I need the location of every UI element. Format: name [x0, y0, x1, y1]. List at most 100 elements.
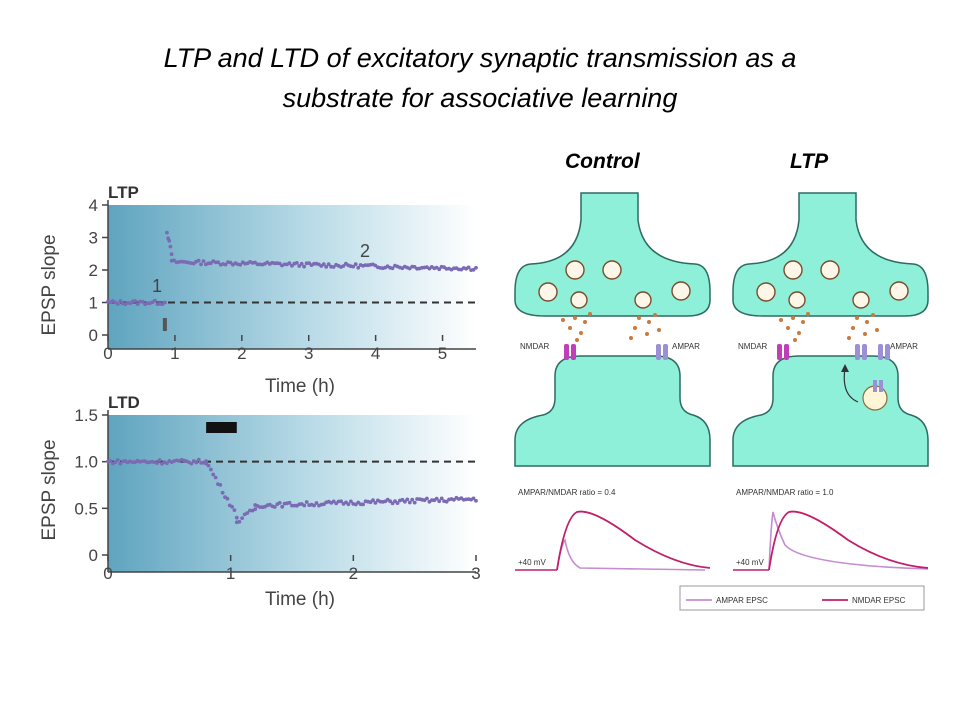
legend-box: [679, 585, 925, 611]
ltp-data-point: [466, 265, 471, 270]
vesicle: [671, 281, 691, 301]
ltp-data-point: [324, 265, 329, 269]
presynaptic-terminal: [732, 192, 929, 317]
ltd-yticks: 00.51.01.5: [74, 406, 108, 565]
vesicle: [602, 260, 622, 280]
voltage-label-ltp: +40 mV: [736, 558, 764, 567]
ltp-data-point: [223, 262, 228, 267]
synapse-control: NMDAR AMPAR AMPAR/NMDAR ratio = 0.4 +40 …: [514, 192, 711, 571]
ltp-xtick-label: 5: [438, 344, 447, 363]
ltd-data-point: [234, 515, 239, 520]
insertion-arrow: [843, 367, 859, 403]
presynaptic-terminal: [514, 192, 711, 317]
ltd-data-point: [220, 490, 225, 495]
ltd-data-point: [403, 499, 407, 504]
ltd-data-point: [474, 498, 478, 503]
ltp-data-point: [196, 258, 201, 263]
vesicle: [570, 291, 588, 309]
ltd-data-point: [361, 502, 365, 507]
ltd-data-point: [213, 475, 218, 480]
nmdar-label: NMDAR: [738, 342, 768, 351]
ltd-data-point: [287, 500, 292, 505]
ltd-data-point: [272, 505, 277, 509]
ltd-data-point: [339, 499, 343, 504]
ltd-ytick-label: 1.0: [74, 453, 98, 472]
ltp-data-point: [140, 299, 145, 304]
ltd-xtick-label: 0: [103, 564, 112, 583]
ltp-annotation-2: 2: [360, 241, 370, 261]
ltp-data-point: [437, 267, 442, 272]
ltd-data-point: [410, 497, 415, 502]
ltp-data-point: [302, 264, 306, 269]
ltp-data-point: [326, 262, 331, 267]
nmdar-receptor: [777, 344, 789, 360]
ltd-plot-bg: [108, 415, 476, 572]
ltd-data-point: [189, 461, 194, 466]
ltd-data-point: [390, 501, 395, 506]
ltp-data-point: [199, 262, 203, 267]
ltd-data-point: [405, 497, 410, 502]
voltage-label-control: +40 mV: [518, 558, 546, 567]
header-ltp: LTP: [790, 150, 829, 173]
vesicle: [538, 282, 558, 302]
ltp-data-point: [331, 265, 336, 269]
title-line-1: LTP and LTD of excitatory synaptic trans…: [163, 43, 797, 73]
vesicle: [756, 282, 776, 302]
ltd-data-point: [412, 500, 417, 505]
ltd-data-point: [209, 467, 213, 472]
vesicles: [538, 260, 691, 309]
ampar-label: AMPAR: [672, 342, 700, 351]
ratio-label-control: AMPAR/NMDAR ratio = 0.4: [518, 488, 616, 497]
ltd-data-point: [349, 499, 353, 504]
ltd-ytick-label: 0.5: [74, 499, 98, 518]
ltp-xlabel: Time (h): [265, 376, 335, 397]
ltp-induction-marker: [162, 318, 167, 331]
ltp-xtick-label: 0: [103, 344, 112, 363]
ltp-data-point: [116, 302, 120, 306]
ltp-data-point: [216, 260, 221, 265]
vesicle: [820, 260, 840, 280]
ltd-data-point: [444, 499, 449, 504]
ltd-data-point: [230, 504, 235, 509]
ltp-xtick-label: 2: [237, 344, 246, 363]
ampar-label: AMPAR: [890, 342, 918, 351]
ltd-xlabel: Time (h): [265, 589, 335, 610]
ltd-data-point: [108, 459, 113, 463]
ltp-ylabel: EPSP slope: [39, 234, 60, 335]
ltp-xtick-label: 4: [371, 344, 380, 363]
ltp-ytick-label: 4: [89, 196, 98, 215]
ltp-data-point: [133, 299, 138, 303]
ltp-data-point: [135, 302, 140, 306]
ltd-data-point: [204, 459, 209, 463]
ltd-data-point: [471, 496, 476, 501]
legend-ampar-label: AMPAR EPSC: [716, 596, 768, 605]
ltp-data-point: [287, 261, 292, 266]
ltp-annotation-1: 1: [152, 276, 162, 296]
ltd-data-point: [225, 496, 230, 501]
vesicle: [565, 260, 585, 280]
ltd-data-point: [196, 457, 201, 462]
ampar-receptor: [656, 344, 668, 360]
ltd-data-point: [437, 499, 442, 504]
ltp-ytick-label: 3: [89, 229, 98, 248]
nmdar-receptor: [564, 344, 576, 360]
ltp-data-point: [153, 298, 157, 303]
ltp-data-point: [353, 262, 358, 267]
ltd-data-point: [248, 508, 252, 513]
ltd-ytick-label: 0: [89, 546, 98, 565]
nmdar-trace-control: [556, 510, 711, 571]
ltd-data-point: [194, 460, 199, 465]
nmdar-trace-ltp: [768, 510, 929, 571]
trace-legend: AMPAR EPSC NMDAR EPSC: [679, 585, 925, 611]
ltp-data-point: [167, 238, 172, 243]
ltd-data-point: [245, 511, 250, 515]
vesicle: [783, 260, 803, 280]
slide-title: LTP and LTD of excitatory synaptic trans…: [60, 38, 900, 118]
vesicle: [634, 291, 652, 309]
ltd-data-point: [304, 500, 309, 504]
ltp-data-point: [238, 262, 243, 267]
ltd-data-point: [118, 461, 123, 466]
ltd-data-point: [302, 503, 307, 508]
